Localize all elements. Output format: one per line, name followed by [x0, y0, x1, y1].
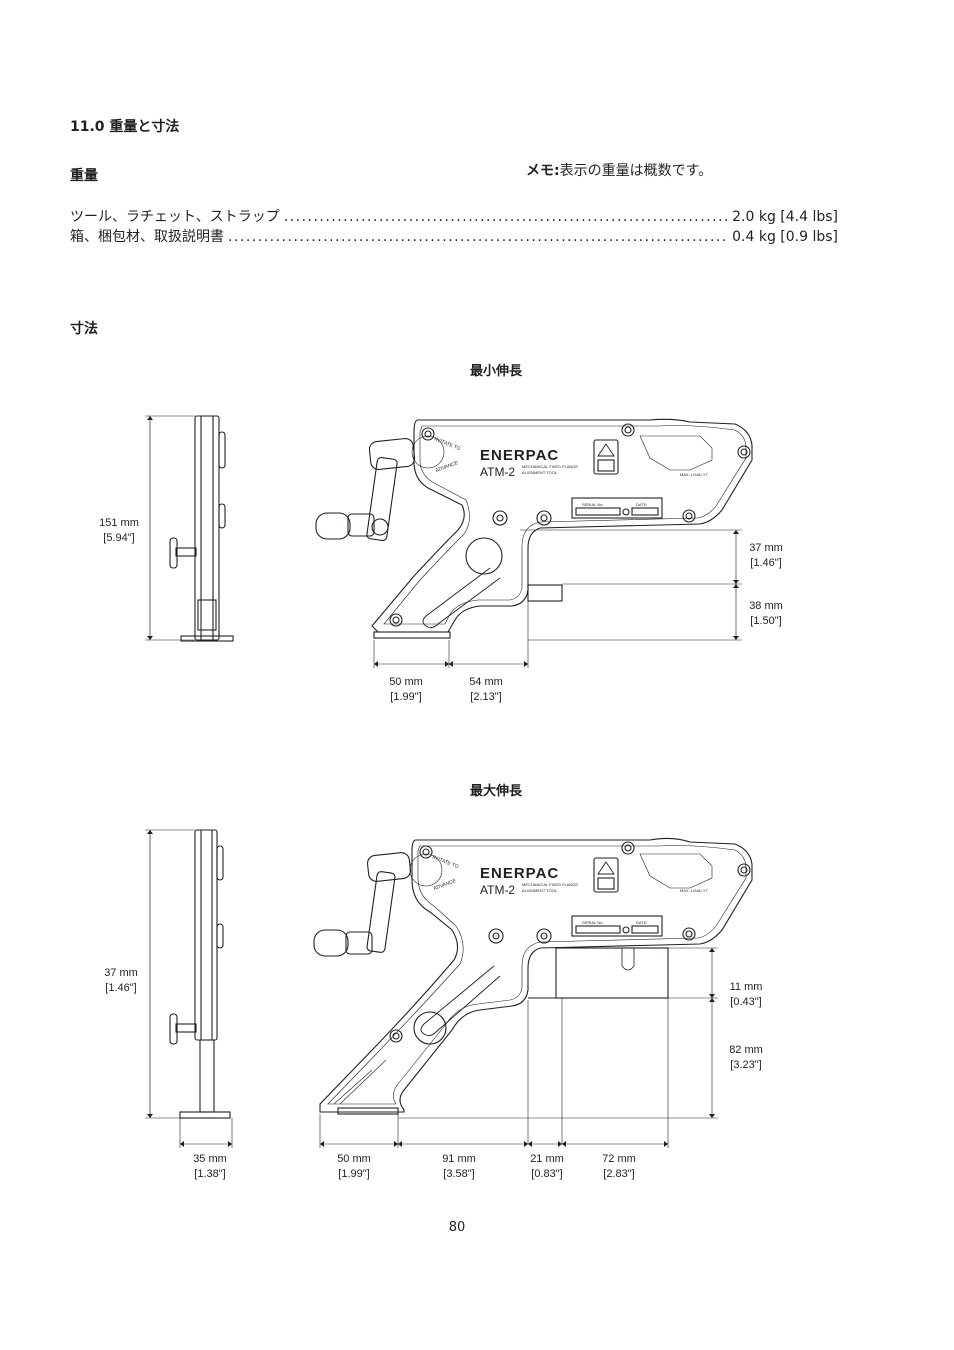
dim-in: [1.46"] — [105, 982, 137, 994]
dim-min-right-upper: 37 mm [1.46"] — [731, 541, 801, 571]
dim-mm: 38 mm — [749, 600, 783, 612]
brand-logo: ENERPAC — [480, 865, 559, 882]
weight-row-value: 2.0 kg [4.4 lbs] — [732, 209, 838, 225]
dim-max-side-base: 35 mm [1.38"] — [175, 1152, 245, 1182]
max-load-label: MAX. LOAD 1T — [680, 472, 708, 477]
weight-heading: 重量 — [70, 168, 98, 184]
note-label: メモ: — [526, 163, 560, 179]
model-label: ATM-2 — [480, 883, 515, 897]
dim-mm: 151 mm — [99, 517, 139, 529]
date-label: DATE: — [636, 502, 647, 507]
side-view-max — [145, 829, 231, 1119]
date-label: DATE: — [636, 920, 647, 925]
dim-max-bottom-4: 72 mm [2.83"] — [584, 1152, 654, 1182]
dim-max-bottom-3: 21 mm [0.83"] — [512, 1152, 582, 1182]
dimensions-heading: 寸法 — [70, 321, 98, 337]
dim-in: [1.38"] — [194, 1168, 226, 1180]
dim-in: [1.99"] — [390, 691, 422, 703]
weight-row-label: 箱、梱包材、取扱説明書 — [70, 229, 224, 245]
serial-label: SERIAL No: — [582, 920, 603, 925]
dim-mm: 35 mm — [193, 1153, 227, 1165]
dim-in: [1.46"] — [750, 557, 782, 569]
weight-note: メモ:表示の重量は概数です。 — [526, 160, 712, 180]
weight-row: ツール、ラチェット、ストラップ ........................… — [70, 206, 838, 226]
dim-in: [0.43"] — [730, 996, 762, 1008]
brand-logo: ENERPAC — [480, 447, 559, 464]
min-arrows — [374, 530, 739, 667]
dim-in: [2.13"] — [470, 691, 502, 703]
dim-mm: 91 mm — [442, 1153, 476, 1165]
dim-in: [3.58"] — [443, 1168, 475, 1180]
serial-label: SERIAL No: — [582, 502, 603, 507]
dim-mm: 37 mm — [749, 542, 783, 554]
dim-in: [5.94"] — [103, 532, 135, 544]
max-dim-lines — [179, 947, 718, 1148]
leader-dots: ........................................… — [228, 229, 728, 245]
weight-row-value: 0.4 kg [0.9 lbs] — [732, 229, 838, 245]
max-arrows — [180, 948, 715, 1147]
dim-min-bottom-right: 54 mm [2.13"] — [451, 675, 521, 705]
dim-mm: 54 mm — [469, 676, 503, 688]
dim-min-bottom-left: 50 mm [1.99"] — [371, 675, 441, 705]
advance-label: ADVANCE — [433, 878, 458, 892]
dim-mm: 21 mm — [530, 1153, 564, 1165]
note-text: 表示の重量は概数です。 — [559, 163, 713, 179]
weight-row-label: ツール、ラチェット、ストラップ — [70, 209, 280, 225]
dim-mm: 11 mm — [729, 981, 763, 993]
max-load-label: MAX. LOAD 1T — [680, 888, 708, 893]
page-number: 80 — [448, 1220, 466, 1235]
dim-max-right-lower: 82 mm [3.23"] — [711, 1043, 781, 1073]
front-view-min — [315, 418, 753, 640]
dim-in: [1.50"] — [750, 615, 782, 627]
weight-row: 箱、梱包材、取扱説明書 ............................… — [70, 226, 838, 246]
desc-line2: ALIGNMENT TOOL — [522, 470, 558, 475]
dim-mm: 50 mm — [389, 676, 423, 688]
dim-mm: 50 mm — [337, 1153, 371, 1165]
desc-line1: MECHANICAL FIXED FLANGE — [522, 464, 578, 469]
dim-in: [3.23"] — [730, 1059, 762, 1071]
side-view-min — [145, 415, 234, 642]
model-label: ATM-2 — [480, 465, 515, 479]
desc-line2: ALIGNMENT TOOL — [522, 888, 558, 893]
dim-min-right-lower: 38 mm [1.50"] — [731, 599, 801, 629]
section-title: 11.0 重量と寸法 — [70, 119, 180, 135]
dim-max-height: 37 mm [1.46"] — [86, 966, 156, 996]
dim-in: [1.99"] — [338, 1168, 370, 1180]
rotate-label: ROTATE TO — [431, 854, 459, 870]
dim-mm: 82 mm — [729, 1044, 763, 1056]
dim-max-right-upper: 11 mm [0.43"] — [711, 980, 781, 1010]
dim-max-bottom-2: 91 mm [3.58"] — [424, 1152, 494, 1182]
dim-in: [2.83"] — [603, 1168, 635, 1180]
min-dim-lines — [373, 529, 742, 668]
desc-line1: MECHANICAL FIXED FLANGE — [522, 882, 578, 887]
dim-mm: 37 mm — [104, 967, 138, 979]
dim-min-height: 151 mm [5.94"] — [84, 516, 154, 546]
dim-mm: 72 mm — [602, 1153, 636, 1165]
max-extension-title: 最大伸長 — [469, 784, 522, 799]
min-extension-title: 最小伸長 — [469, 364, 522, 379]
leader-dots: ........................................… — [283, 209, 728, 225]
dim-max-bottom-1: 50 mm [1.99"] — [319, 1152, 389, 1182]
dim-in: [0.83"] — [531, 1168, 563, 1180]
